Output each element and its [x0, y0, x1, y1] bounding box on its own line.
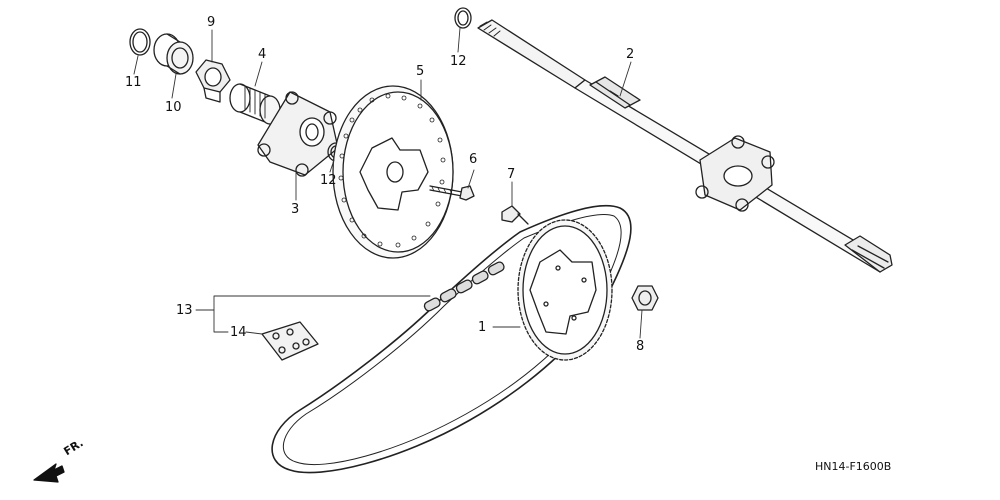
sprocket-nut	[631, 285, 659, 311]
lock-nut	[195, 59, 231, 103]
chain-joint	[261, 321, 319, 361]
callout-13: 13	[176, 303, 193, 318]
callout-2: 2	[626, 47, 635, 62]
driven-sprocket	[517, 219, 613, 361]
callout-11: 11	[125, 75, 142, 90]
callout-12-hub: 12	[320, 173, 337, 188]
sprocket-bolt	[501, 205, 529, 225]
brake-disc	[332, 85, 454, 259]
collar	[229, 83, 281, 125]
sprocket-hub	[257, 91, 339, 177]
leader-lines	[133, 27, 643, 339]
callout-1: 1	[478, 320, 487, 335]
callout-10: 10	[165, 100, 182, 115]
callout-12-axle: 12	[450, 54, 467, 69]
callout-7: 7	[507, 167, 516, 182]
snap-ring-upper	[454, 7, 472, 29]
callout-9: 9	[207, 15, 216, 30]
rear-axle	[477, 19, 893, 273]
callout-5: 5	[416, 64, 425, 79]
bearing	[153, 33, 194, 75]
callout-3: 3	[291, 202, 300, 217]
callout-8: 8	[636, 339, 645, 354]
circlip	[129, 28, 151, 56]
callout-6: 6	[469, 152, 478, 167]
callout-14: 14	[230, 325, 247, 340]
diagram-code: HN14-F1600B	[815, 460, 892, 473]
callout-4: 4	[258, 47, 267, 62]
drive-chain	[271, 204, 632, 474]
front-direction-arrow-icon	[33, 463, 65, 483]
